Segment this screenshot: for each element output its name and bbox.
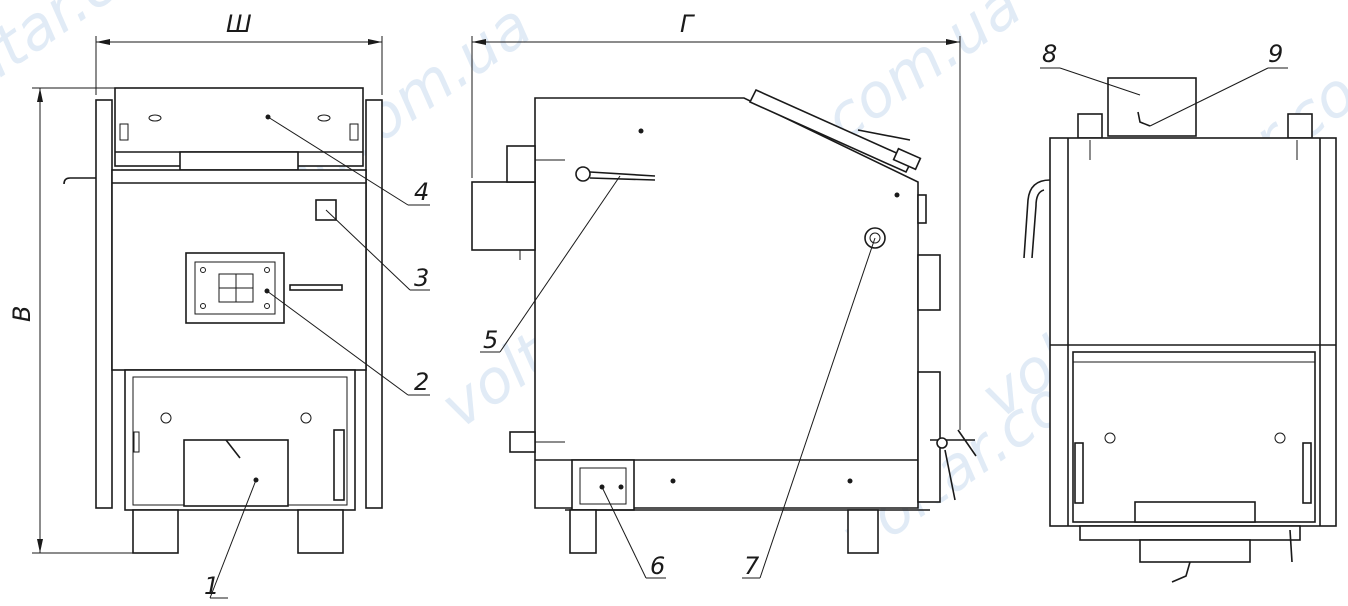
callout-5: 5	[483, 326, 498, 354]
callout-6: 6	[650, 552, 665, 580]
dimension-height-label: В	[8, 306, 36, 322]
callout-7: 7	[744, 552, 760, 580]
back-view	[1023, 77, 1337, 583]
callout-4: 4	[414, 178, 429, 206]
leader-lines	[209, 67, 1288, 599]
dimension-width-label: Ш	[226, 10, 252, 38]
callout-8: 8	[1042, 40, 1057, 68]
callout-3: 3	[414, 264, 429, 292]
callout-2: 2	[414, 368, 429, 396]
dimension-depth-label: Г	[680, 10, 695, 38]
callout-1: 1	[204, 572, 219, 600]
front-view	[32, 36, 383, 554]
callout-9: 9	[1268, 40, 1283, 68]
side-view	[471, 36, 977, 554]
